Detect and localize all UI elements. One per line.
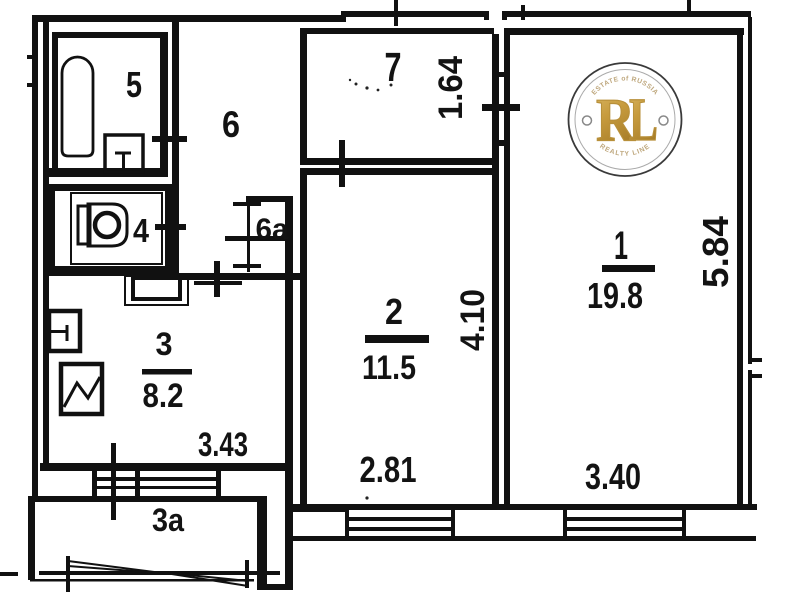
svg-text:2.81: 2.81 (360, 449, 417, 490)
svg-text:11.5: 11.5 (362, 349, 416, 387)
svg-text:5: 5 (126, 64, 142, 105)
svg-text:3a: 3a (152, 502, 184, 538)
svg-text:6: 6 (222, 104, 240, 145)
svg-text:5.84: 5.84 (695, 216, 736, 288)
svg-text:3.43: 3.43 (198, 426, 248, 464)
svg-text:R: R (596, 88, 636, 155)
svg-text:3.40: 3.40 (585, 456, 641, 497)
svg-text:4.10: 4.10 (454, 289, 492, 351)
svg-text:6a: 6a (256, 213, 289, 246)
svg-text:7: 7 (385, 44, 402, 90)
svg-text:3: 3 (156, 326, 173, 362)
svg-text:4: 4 (133, 212, 150, 249)
svg-text:L: L (629, 87, 658, 154)
svg-text:8.2: 8.2 (143, 377, 184, 415)
svg-text:2: 2 (385, 291, 403, 332)
svg-text:1.64: 1.64 (432, 56, 470, 120)
svg-text:1: 1 (614, 224, 628, 268)
svg-text:19.8: 19.8 (587, 275, 643, 316)
